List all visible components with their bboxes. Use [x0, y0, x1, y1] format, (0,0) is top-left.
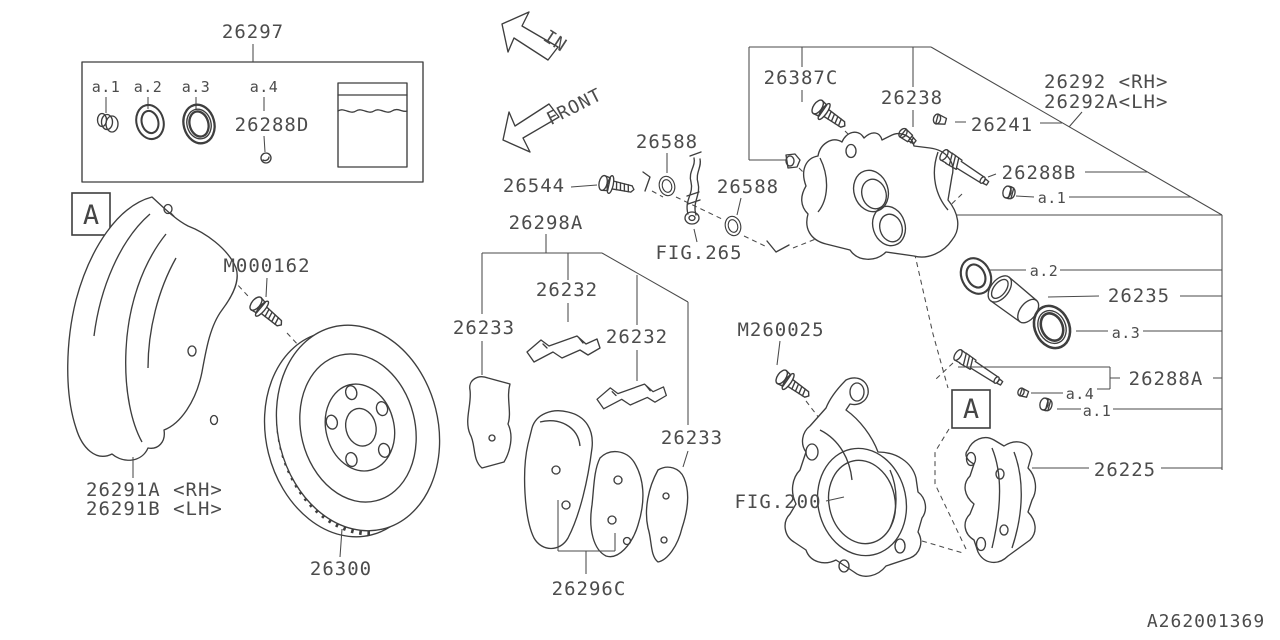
grommet-part [96, 112, 119, 133]
brake-rotor [263, 324, 441, 538]
label-shim-left: 26233 [453, 317, 515, 339]
label-support: 26225 [1094, 459, 1156, 481]
label-fig-200: FIG.200 [734, 491, 821, 513]
label-clip-2: 26232 [606, 326, 668, 348]
label-bleeder: 26238 [881, 87, 943, 109]
gasket-part-2 [722, 214, 744, 238]
label-a4-main: a.4 [1066, 385, 1095, 403]
label-a2-kit: a.2 [134, 78, 163, 96]
air-bleeder-part [898, 127, 917, 145]
label-pad-set: 26296C [552, 578, 627, 600]
pad-clip-part-2 [596, 383, 667, 410]
front-arrow-icon [502, 103, 560, 153]
label-a1-upper: a.1 [1038, 189, 1067, 207]
shield-bolt-part [245, 292, 289, 333]
label-shield-lh: 26291B <LH> [86, 498, 223, 520]
label-shield-rh: 26291A <RH> [86, 479, 223, 501]
union-bolt-part [596, 172, 637, 199]
label-a1-lower: a.1 [1083, 402, 1112, 420]
label-union-bolt: 26544 [503, 175, 565, 197]
small-fastener-part [785, 153, 801, 169]
label-a3-kit: a.3 [182, 78, 211, 96]
piston-boot-part-main [1025, 298, 1079, 356]
direction-arrows [501, 11, 560, 153]
piston-seal-part-main [954, 252, 998, 300]
label-a2-main: a.2 [1030, 262, 1059, 280]
view-a-box-right [951, 389, 991, 429]
knuckle-bolt-part [772, 366, 815, 405]
hose-end-part [684, 151, 702, 225]
label-pad-kit: 26298A [509, 212, 584, 234]
label-shim-right: 26233 [661, 427, 723, 449]
piston-boot-part [178, 100, 220, 148]
caliper-piston-part [987, 275, 1040, 324]
pad-shim-right [645, 466, 689, 563]
label-pin-upper: 26288B [1002, 162, 1077, 184]
label-a4-kit: a.4 [250, 78, 279, 96]
seal-kit-group [81, 44, 424, 183]
label-seal-kit: 26297 [222, 21, 284, 43]
pad-kit-group [467, 234, 689, 574]
label-front-arrow: FRONT [543, 84, 605, 130]
bleeder-cap-part [932, 113, 948, 125]
label-view-a-left: A [83, 200, 99, 231]
label-caliper-lh: 26292A<LH> [1044, 91, 1168, 113]
label-view-a-right: A [963, 394, 979, 425]
label-m000162: M000162 [223, 255, 310, 277]
caliper-support-bracket [964, 436, 1037, 563]
callout-labels: 26297 a.1 a.2 a.3 a.4 26288D IN FRONT 26… [83, 21, 1265, 632]
label-pin-lower: 26288A [1129, 368, 1204, 390]
pad-shim-left [467, 376, 512, 469]
pin-cap-lower-part [1037, 396, 1054, 413]
caliper-lock-bolt-part [808, 96, 851, 135]
gasket-part-1 [656, 174, 678, 198]
caliper-assembly-group [748, 46, 1223, 470]
label-piston: 26235 [1108, 285, 1170, 307]
hose-fitting-group [570, 151, 790, 253]
brake-caliper-body [801, 131, 959, 260]
diagram-code: A262001369 [1147, 611, 1265, 632]
label-a1-kit: a.1 [92, 78, 121, 96]
piston-seal-part [131, 100, 169, 144]
label-rotor: 26300 [310, 558, 372, 580]
splash-shield [67, 196, 238, 461]
label-gasket-1: 26588 [636, 131, 698, 153]
steering-knuckle [784, 377, 927, 577]
brake-pad-outer [590, 451, 644, 558]
label-caliper-rh: 26292 <RH> [1044, 71, 1168, 93]
label-grease: 26288D [235, 114, 310, 136]
brake-pad-inner [523, 410, 593, 550]
grease-dot-part [260, 152, 272, 164]
knuckle-bracket-group [772, 340, 1222, 577]
shield-rotor-group [67, 192, 441, 558]
in-arrow-icon [501, 11, 559, 61]
slide-pin-lower-part [951, 347, 1006, 390]
pin-cap-upper-part [1000, 184, 1017, 201]
view-a-box-left [71, 192, 111, 236]
grease-packet [337, 82, 408, 168]
label-gasket-2: 26588 [717, 176, 779, 198]
bushing-part [1017, 387, 1030, 398]
label-clip-1: 26232 [536, 279, 598, 301]
label-cap-26241: 26241 [971, 114, 1033, 136]
pad-clip-part-1 [526, 335, 601, 363]
label-a3-main: a.3 [1112, 324, 1141, 342]
label-lock-bolt: 26387C [764, 67, 839, 89]
label-m260025: M260025 [737, 319, 824, 341]
label-fig-265: FIG.265 [655, 242, 742, 264]
